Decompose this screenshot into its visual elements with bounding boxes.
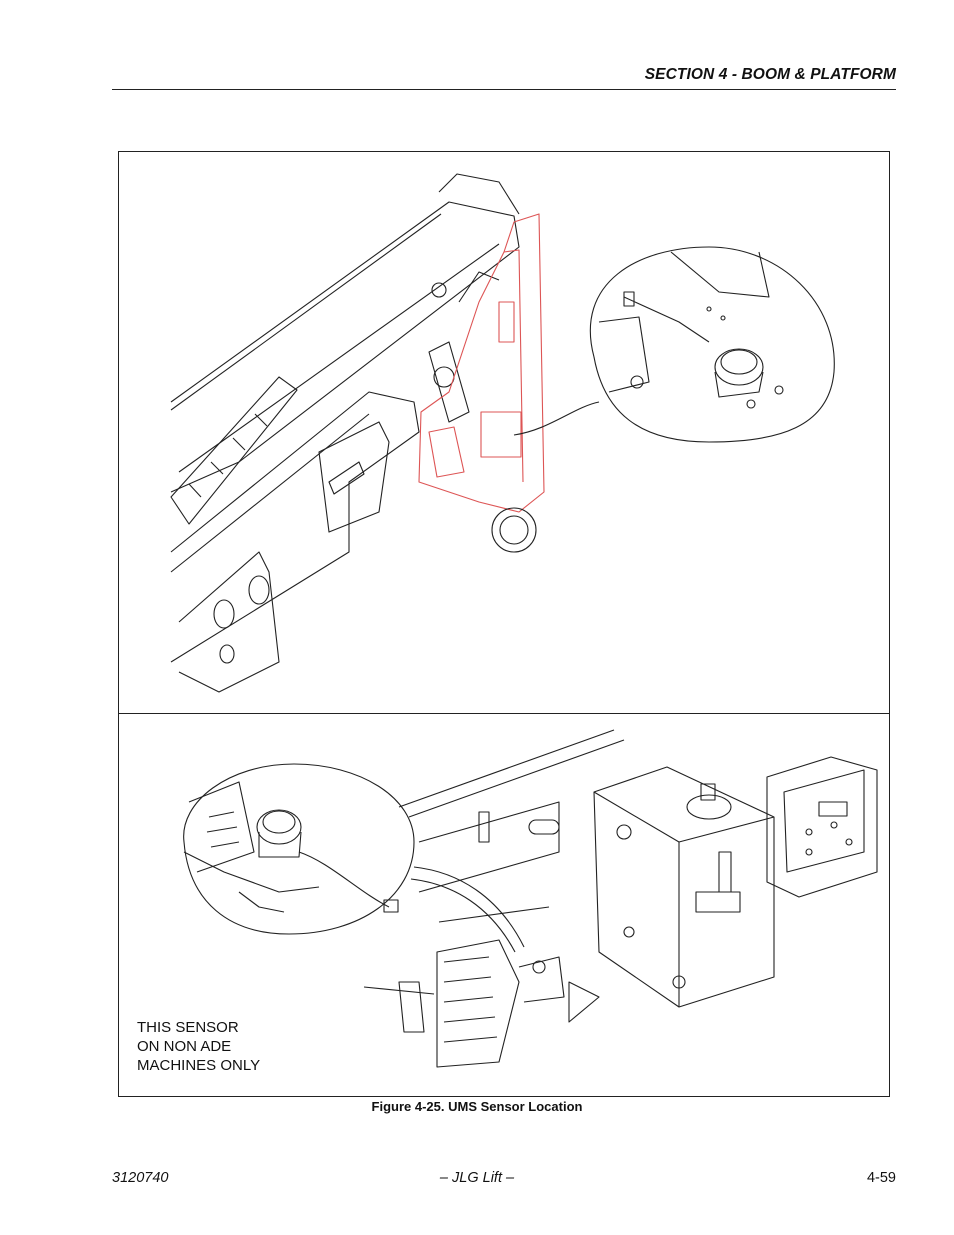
footer-doc-number: 3120740: [112, 1170, 169, 1186]
sensor-note-line-2: ON NON ADE: [137, 1038, 232, 1055]
panel-divider: [119, 713, 889, 714]
header-rule: [112, 89, 896, 90]
zoom-detail-bottom: [183, 763, 415, 935]
figure-caption: Figure 4-25. UMS Sensor Location: [371, 1099, 583, 1114]
highlighted-bracket-plate: [418, 213, 545, 513]
sensor-note: THIS SENSOR ON NON ADE MACHINES ONLY: [137, 1018, 260, 1075]
figure-illustration: [170, 173, 878, 1068]
leader-line-top: [513, 401, 600, 436]
boom-drawing: [170, 173, 520, 693]
sensor-note-line-1: THIS SENSOR: [137, 1019, 239, 1036]
footer-center-text: – JLG Lift –: [439, 1170, 515, 1186]
chassis-drawing: [363, 729, 878, 1068]
footer-page-number: 4-59: [866, 1170, 896, 1186]
sensor-note-line-3: MACHINES ONLY: [137, 1057, 261, 1074]
section-title: SECTION 4 - BOOM & PLATFORM: [644, 66, 896, 83]
zoom-detail-top: [589, 246, 835, 443]
pivot-pin: [491, 507, 537, 553]
figure-frame: THIS SENSOR ON NON ADE MACHINES ONLY: [118, 151, 890, 1097]
